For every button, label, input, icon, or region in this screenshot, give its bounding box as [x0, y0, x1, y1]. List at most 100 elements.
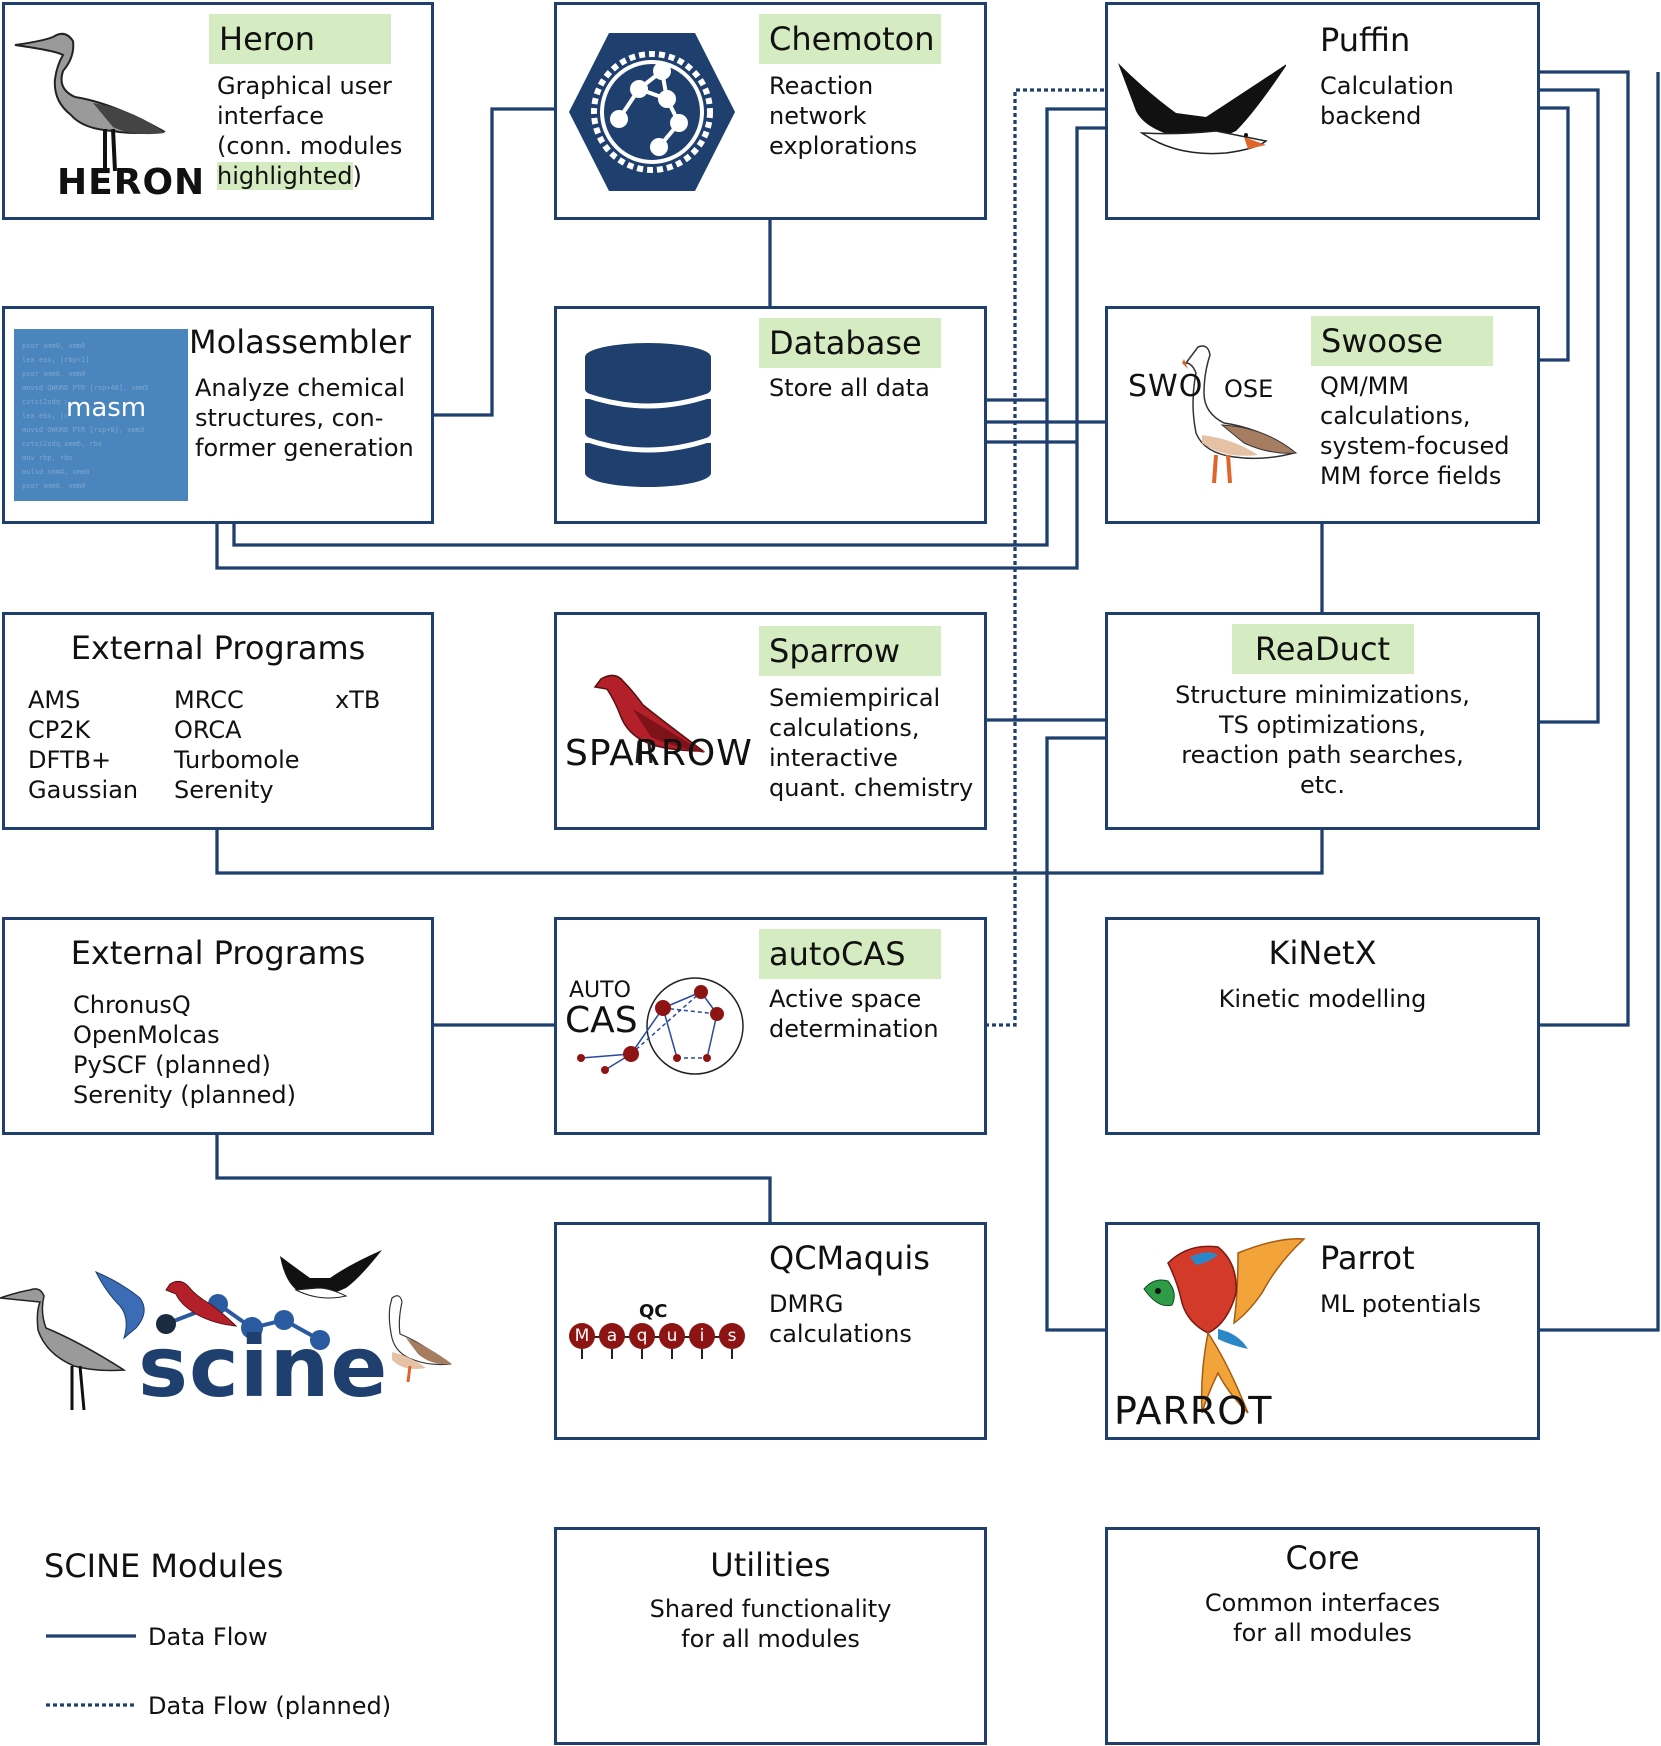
sparrow-bird-icon: [593, 674, 706, 764]
external2-title: External Programs: [70, 934, 366, 972]
puffin-description: Calculation backend: [1320, 72, 1454, 130]
link-puffin-kinetx: [1538, 70, 1630, 1027]
module-swoose: SWO OSE Swoose QM/MM calculations, syste…: [1105, 306, 1540, 524]
scine-logo-text: scine: [138, 1318, 389, 1416]
legend-title: SCINE Modules: [44, 1547, 284, 1585]
module-core: Core Common interfaces for all modules: [1105, 1527, 1540, 1745]
autocas-title: autoCAS: [759, 929, 941, 979]
link-external2-qcmaquis: [215, 1133, 772, 1222]
core-title: Core: [1285, 1539, 1360, 1577]
database-icon: [584, 343, 712, 487]
parrot-description: ML potentials: [1320, 1290, 1481, 1318]
qcmaquis-bead-stem: [581, 1349, 583, 1359]
heron-desc-tail: ): [352, 162, 362, 190]
autocas-logo-top: AUTO: [569, 978, 631, 1003]
kinetx-title: KiNetX: [1268, 934, 1377, 972]
scine-birds-icon: [0, 1250, 452, 1411]
chemoton-description: Reaction network explorations: [769, 72, 918, 160]
parrot-title: Parrot: [1320, 1239, 1415, 1277]
link-molassembler-chemoton: [432, 107, 554, 417]
module-puffin: Puffin Calculation backend: [1105, 2, 1540, 220]
qcmaquis-description: DMRG calculations: [769, 1290, 912, 1348]
module-kinetx: KiNetX Kinetic modelling: [1105, 917, 1540, 1135]
module-heron: HERON Heron Graphical user interface (co…: [2, 2, 434, 220]
qcmaquis-bead-stem: [641, 1349, 643, 1359]
module-molassembler: pxor xmm0, xmm0 lea eax, [rbp+1] pxor xm…: [2, 306, 434, 524]
masm-logo: pxor xmm0, xmm0 lea eax, [rbp+1] pxor xm…: [14, 329, 188, 501]
scine-logo: scine: [0, 1242, 460, 1422]
module-utilities: Utilities Shared functionality for all m…: [554, 1527, 987, 1745]
module-parrot: PARROT Parrot ML potentials: [1105, 1222, 1540, 1440]
molassembler-title: Molassembler: [189, 323, 411, 361]
module-chemoton: Chemoton Reaction network explorations: [554, 2, 987, 220]
external1-title: External Programs: [70, 629, 366, 667]
heron-description: Graphical user interface (conn. modules …: [217, 71, 402, 191]
sparrow-description: Semiempirical calculations, interactive …: [769, 684, 974, 802]
module-external-programs-1: External Programs AMS CP2K DFTB+ Gaussia…: [2, 612, 434, 830]
masm-logo-text: masm: [66, 393, 147, 423]
autocas-description: Active space determination: [769, 985, 939, 1043]
external1-col2: MRCC ORCA Turbomole Serenity: [174, 686, 300, 804]
qcmaquis-letter-bead: s: [719, 1323, 745, 1349]
sparrow-title: Sparrow: [759, 626, 941, 676]
swoose-bird-icon: [1182, 345, 1298, 484]
legend-item-data-flow: Data Flow: [148, 1623, 268, 1651]
swoose-logo-text-a: SWO: [1128, 369, 1204, 404]
qcmaquis-letter-bead: a: [599, 1323, 625, 1349]
heron-title: Heron: [209, 14, 391, 64]
readuct-title: ReaDuct: [1231, 624, 1414, 674]
link-molassembler-puffin-b: [215, 126, 1105, 570]
external1-col3: xTB: [335, 686, 381, 714]
utilities-description: Shared functionality for all modules: [649, 1595, 892, 1653]
link-molassembler-puffin-a: [232, 107, 1105, 547]
link-autocas-puffin-planned: [985, 88, 1105, 1027]
database-description: Store all data: [769, 374, 930, 402]
qcmaquis-bead-stem: [731, 1349, 733, 1359]
chemoton-title: Chemoton: [759, 14, 941, 64]
swoose-description: QM/MM calculations, system-focused MM fo…: [1320, 372, 1510, 490]
chemoton-gear-icon: [569, 33, 735, 191]
link-puffin-readuct: [1538, 88, 1600, 724]
link-parrot-puffin: [1538, 72, 1660, 1332]
link-readuct-parrot: [1045, 736, 1105, 1332]
puffin-title: Puffin: [1320, 21, 1411, 59]
module-external-programs-2: External Programs ChronusQ OpenMolcas Py…: [2, 917, 434, 1135]
heron-bird-icon: [14, 32, 167, 172]
legend-item-data-flow-planned: Data Flow (planned): [148, 1692, 392, 1720]
qcmaquis-letter-bead: q: [629, 1323, 655, 1349]
qcmaquis-bead-stem: [701, 1349, 703, 1359]
qcmaquis-letter-bead: u: [659, 1323, 685, 1349]
readuct-description: Structure minimizations, TS optimization…: [1175, 681, 1470, 799]
external1-col1: AMS CP2K DFTB+ Gaussian: [28, 686, 139, 804]
heron-logo-text: HERON: [57, 162, 206, 203]
link-puffin-parrot: [1538, 106, 1570, 362]
link-external-readuct: [215, 828, 1324, 875]
external2-description: ChronusQ OpenMolcas PySCF (planned) Sere…: [73, 991, 296, 1109]
module-sparrow: SPARROW Sparrow Semiempirical calculatio…: [554, 612, 987, 830]
module-database: Database Store all data: [554, 306, 987, 524]
swoose-title: Swoose: [1311, 316, 1493, 366]
module-autocas: AUTO CAS autoCAS Active space determinat…: [554, 917, 987, 1135]
autocas-network-icon: [577, 977, 744, 1075]
sparrow-logo-text: SPARROW: [565, 733, 753, 774]
heron-desc-text: Graphical user interface (conn. modules: [217, 72, 403, 160]
utilities-title: Utilities: [710, 1546, 831, 1584]
kinetx-description: Kinetic modelling: [1218, 985, 1427, 1013]
qcmaquis-chain-line: [579, 1336, 735, 1338]
module-readuct: ReaDuct Structure minimizations, TS opti…: [1105, 612, 1540, 830]
qcmaquis-letter-bead: M: [569, 1323, 595, 1349]
molassembler-description: Analyze chemical structures, con- former…: [195, 374, 414, 462]
swoose-logo-text-b: OSE: [1224, 375, 1274, 403]
autocas-logo-bottom: CAS: [565, 1000, 638, 1041]
database-title: Database: [759, 318, 941, 368]
core-description: Common interfaces for all modules: [1204, 1589, 1441, 1647]
qcmaquis-title: QCMaquis: [769, 1239, 930, 1277]
puffin-bird-icon: [1118, 63, 1286, 155]
qcmaquis-bead-stem: [611, 1349, 613, 1359]
qcmaquis-logo-top: QC: [639, 1301, 668, 1322]
qcmaquis-letter-bead: i: [689, 1323, 715, 1349]
